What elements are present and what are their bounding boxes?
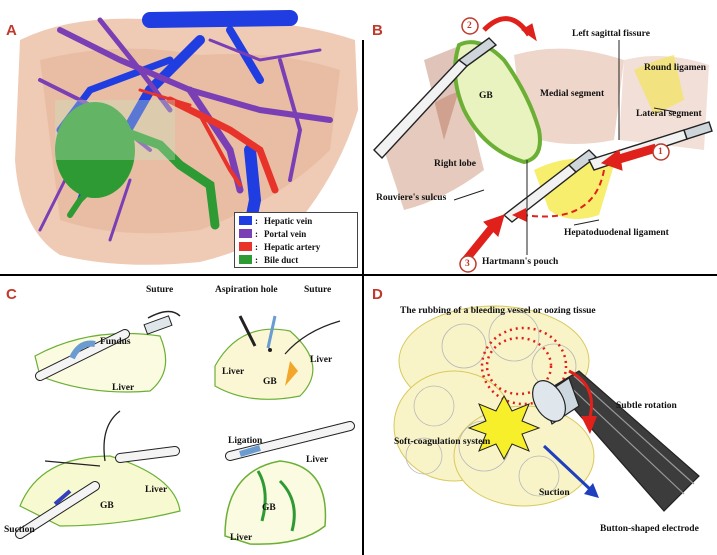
label-gb-2: GB	[263, 378, 277, 388]
label-left-sagittal-fissure: Left sagittal fissure	[572, 30, 650, 40]
panel-b: B 2 1 3 GB Medial segment Left sagittal …	[364, 0, 717, 275]
legend-item-hepatic-artery: : Hepatic artery	[239, 241, 320, 252]
label-lateral-segment: Lateral segment	[636, 110, 702, 120]
panel-d: D The rubbing of a bleeding vessel or oo…	[364, 276, 717, 555]
panel-d-label: D	[372, 286, 383, 303]
label-medial-segment: Medial segment	[540, 90, 604, 100]
label-liver-2a: Liver	[222, 368, 244, 378]
label-button-shaped-electrode: Button-shaped electrode	[600, 525, 699, 535]
panel-a: A : Hepatic vein : Portal vein : Hepatic…	[0, 0, 364, 275]
step-2-number: 2	[467, 22, 472, 32]
legend-label: Hepatic artery	[264, 242, 320, 252]
label-gb-3: GB	[100, 502, 114, 512]
label-liver-4a: Liver	[306, 456, 328, 466]
legend-swatch	[239, 229, 252, 238]
label-aspiration-hole: Aspiration hole	[215, 286, 278, 296]
panel-a-label: A	[6, 22, 17, 39]
legend-separator: :	[255, 255, 258, 265]
label-hepatoduodenal-ligament: Hepatoduodenal ligament	[564, 229, 669, 239]
legend-swatch	[239, 255, 252, 264]
vessel-legend: : Hepatic vein : Portal vein : Hepatic a…	[234, 212, 358, 268]
label-liver-3: Liver	[145, 486, 167, 496]
label-gb-4: GB	[262, 504, 276, 514]
label-suction-d: Suction	[539, 489, 570, 499]
legend-separator: :	[255, 242, 258, 252]
legend-item-bile-duct: : Bile duct	[239, 254, 298, 265]
step-3-number: 3	[465, 260, 470, 270]
panel-b-label: B	[372, 22, 383, 39]
panel-c: C Suture Fundus Liver Aspiration hole Su…	[0, 276, 362, 555]
legend-label: Hepatic vein	[264, 216, 312, 226]
label-liver-1: Liver	[112, 384, 134, 394]
label-liver-2b: Liver	[310, 356, 332, 366]
label-suture-1: Suture	[146, 286, 173, 296]
label-subtle-rotation: Subtle rotation	[616, 402, 677, 412]
legend-item-hepatic-vein: : Hepatic vein	[239, 215, 312, 226]
legend-swatch	[239, 242, 252, 251]
step-1-number: 1	[658, 148, 663, 158]
panel-c-illustration	[0, 276, 362, 555]
legend-label: Portal vein	[264, 229, 306, 239]
label-fundus: Fundus	[100, 338, 131, 348]
label-suction-c: Suction	[4, 526, 35, 536]
label-rubbing: The rubbing of a bleeding vessel or oozi…	[400, 307, 596, 317]
legend-item-portal-vein: : Portal vein	[239, 228, 306, 239]
label-hartmanns-pouch: Hartmann's pouch	[482, 258, 558, 268]
label-rouvieres-sulcus: Rouviere's sulcus	[376, 194, 446, 204]
panel-c-step-3	[20, 411, 180, 534]
label-round-ligament: Round ligamen	[644, 64, 706, 74]
label-soft-coagulation-system: Soft-coagulation system	[394, 438, 490, 448]
panel-d-illustration	[364, 276, 717, 555]
label-liver-4b: Liver	[230, 534, 252, 544]
legend-label: Bile duct	[264, 255, 298, 265]
panel-c-step-1	[35, 311, 180, 392]
legend-separator: :	[255, 229, 258, 239]
label-right-lobe: Right lobe	[434, 160, 476, 170]
legend-swatch	[239, 216, 252, 225]
label-ligation: Ligation	[228, 437, 262, 447]
legend-separator: :	[255, 216, 258, 226]
panel-c-label: C	[6, 286, 17, 303]
soft-coagulation-spark	[469, 396, 539, 459]
label-suture-2: Suture	[304, 286, 331, 296]
label-gb: GB	[479, 92, 493, 102]
